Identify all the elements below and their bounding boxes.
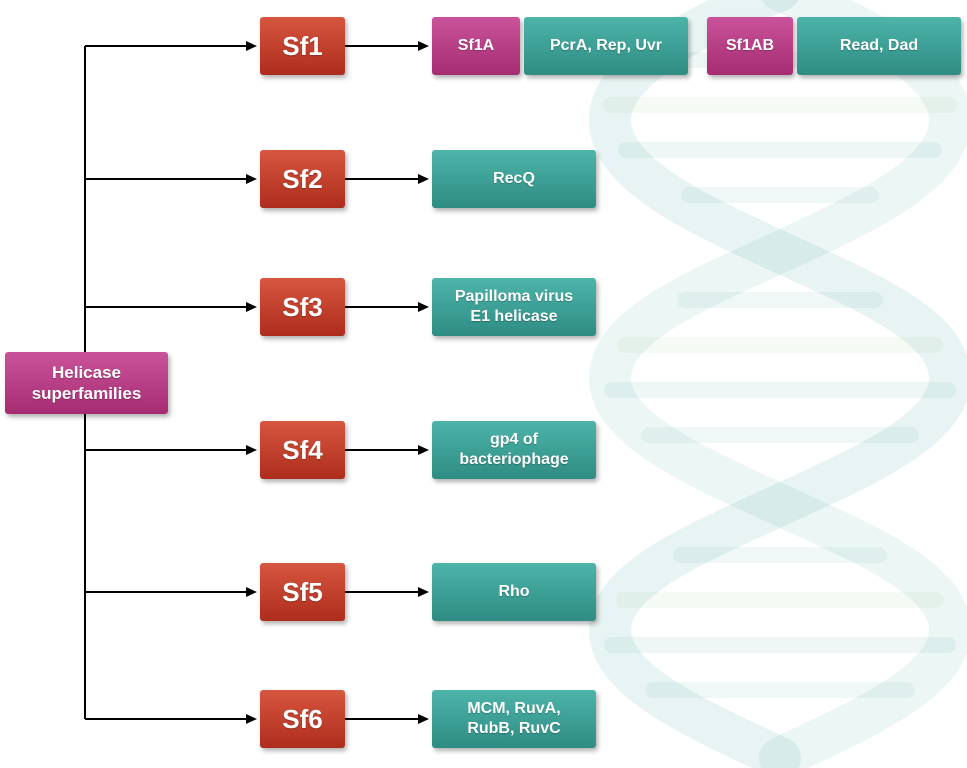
node-sf1ab: Sf1AB <box>707 17 793 75</box>
node-sf2: Sf2 <box>260 150 345 208</box>
node-sf4-label: Sf4 <box>282 434 323 465</box>
node-sf3-members-label: Papilloma virus E1 helicase <box>454 288 574 325</box>
node-sf1a: Sf1A <box>432 17 520 75</box>
node-sf1a-label: Sf1A <box>457 37 495 54</box>
node-sf5-members-label: Rho <box>498 583 530 600</box>
root-label: Helicase superfamilies <box>31 362 142 403</box>
node-sf1a-members-label: PcrA, Rep, Uvr <box>549 37 663 54</box>
node-sf1ab-members-label: Read, Dad <box>839 37 919 54</box>
node-sf5-label: Sf5 <box>282 576 323 607</box>
node-sf2-label: Sf2 <box>282 163 323 194</box>
node-sf4-members: gp4 of bacteriophage <box>432 421 596 479</box>
node-sf1ab-label: Sf1AB <box>725 37 774 54</box>
root-node-helicase-superfamilies: Helicase superfamilies <box>5 352 168 414</box>
node-sf4: Sf4 <box>260 421 345 479</box>
node-sf1a-members: PcrA, Rep, Uvr <box>524 17 688 75</box>
node-sf5: Sf5 <box>260 563 345 621</box>
node-sf2-members-label: RecQ <box>493 170 535 187</box>
node-sf5-members: Rho <box>432 563 596 621</box>
node-sf6-label: Sf6 <box>282 703 323 734</box>
node-sf6-members: MCM, RuvA, RubB, RuvC <box>432 690 596 748</box>
node-sf3-members: Papilloma virus E1 helicase <box>432 278 596 336</box>
node-sf1-label: Sf1 <box>282 30 323 61</box>
node-sf3: Sf3 <box>260 278 345 336</box>
node-sf3-label: Sf3 <box>282 291 323 322</box>
node-sf4-members-label: gp4 of bacteriophage <box>459 431 569 468</box>
node-sf6: Sf6 <box>260 690 345 748</box>
node-sf2-members: RecQ <box>432 150 596 208</box>
node-sf1ab-members: Read, Dad <box>797 17 961 75</box>
node-sf6-members-label: MCM, RuvA, RubB, RuvC <box>467 700 561 737</box>
node-sf1: Sf1 <box>260 17 345 75</box>
